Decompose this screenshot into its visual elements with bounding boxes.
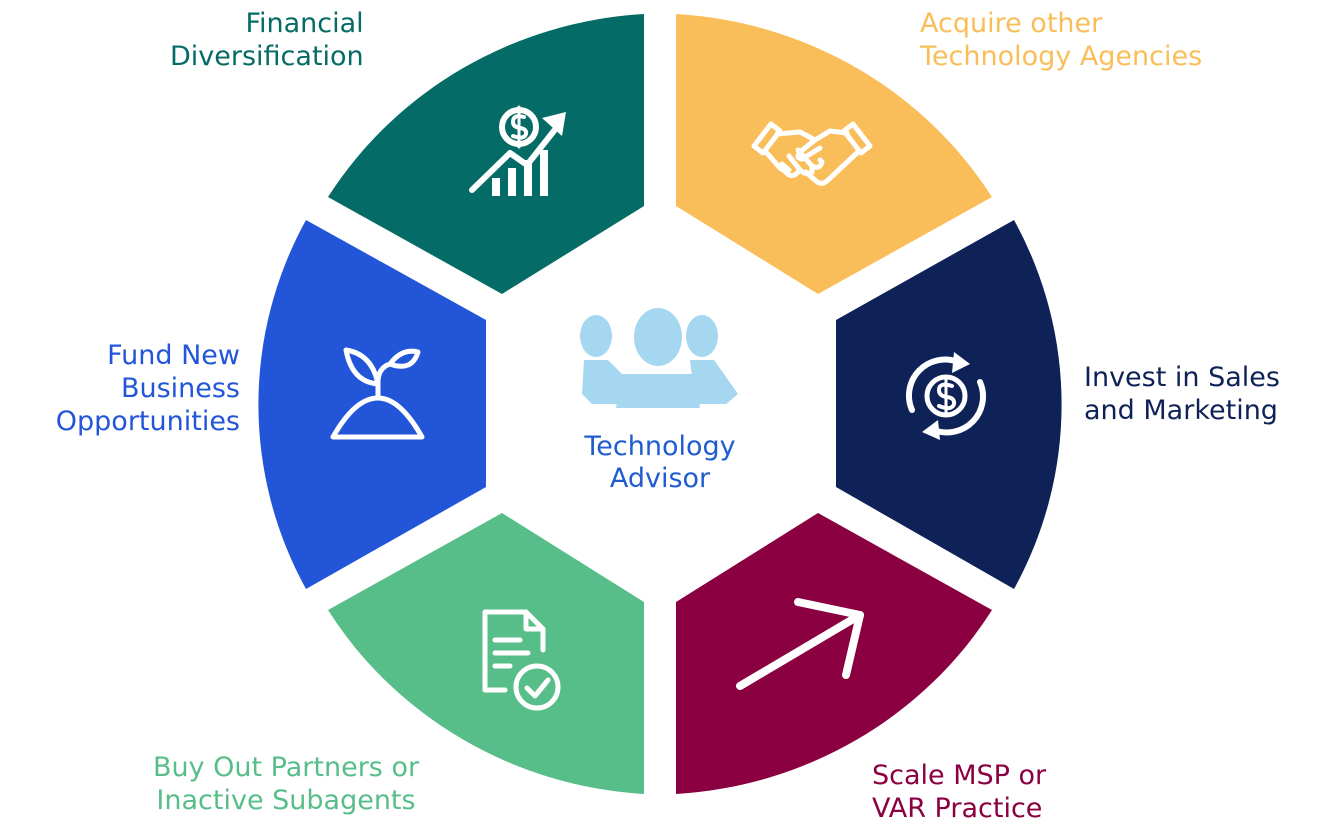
money-growth-chart-icon <box>469 105 566 196</box>
label-acquire-line2: Technology Agencies <box>920 40 1203 72</box>
label-invest-line2: and Marketing <box>1084 394 1278 426</box>
segment-fund-new-business <box>258 220 486 589</box>
center-label-line1: Technology <box>584 431 736 462</box>
label-fund-line2: Business <box>120 372 240 404</box>
center-label-line2: Advisor <box>609 463 711 495</box>
label-acquire-line1: Acquire other <box>920 8 1103 39</box>
document-check-icon <box>482 609 561 711</box>
label-scale-line2: VAR Practice <box>872 792 1043 824</box>
segment-financial-diversification <box>328 14 644 294</box>
label-financial-diversification: Financial Diversification <box>170 8 364 74</box>
label-acquire-agencies: Acquire other Technology Agencies <box>920 8 1202 74</box>
label-invest-line1: Invest in Sales <box>1084 362 1280 393</box>
label-fund-new-business: Fund New Business Opportunities <box>8 340 240 439</box>
label-scale-msp: Scale MSP or VAR Practice <box>872 760 1046 826</box>
handshake-icon <box>751 121 873 186</box>
label-buyout-line2: Inactive Subagents <box>156 784 416 816</box>
segment-acquire-agencies <box>676 14 992 294</box>
label-invest-sales: Invest in Sales and Marketing <box>1084 362 1280 428</box>
dollar-cycle-icon <box>905 352 987 440</box>
people-group-icon <box>580 308 738 408</box>
label-scale-line1: Scale MSP or <box>872 760 1047 791</box>
arrow-up-right-icon <box>736 598 864 690</box>
label-buyout-line1: Buy Out Partners or <box>152 752 420 783</box>
label-fund-line1: Fund New <box>107 340 240 371</box>
sprout-icon <box>330 347 425 440</box>
center-label-technology-advisor: Technology Advisor <box>530 431 790 496</box>
segment-scale-msp <box>676 513 992 794</box>
label-buy-out-partners: Buy Out Partners or Inactive Subagents <box>110 752 462 818</box>
segment-invest-sales <box>836 220 1062 589</box>
label-financial-line2: Diversification <box>170 40 364 72</box>
label-fund-line3: Opportunities <box>55 405 240 437</box>
label-financial-line1: Financial <box>245 8 364 39</box>
